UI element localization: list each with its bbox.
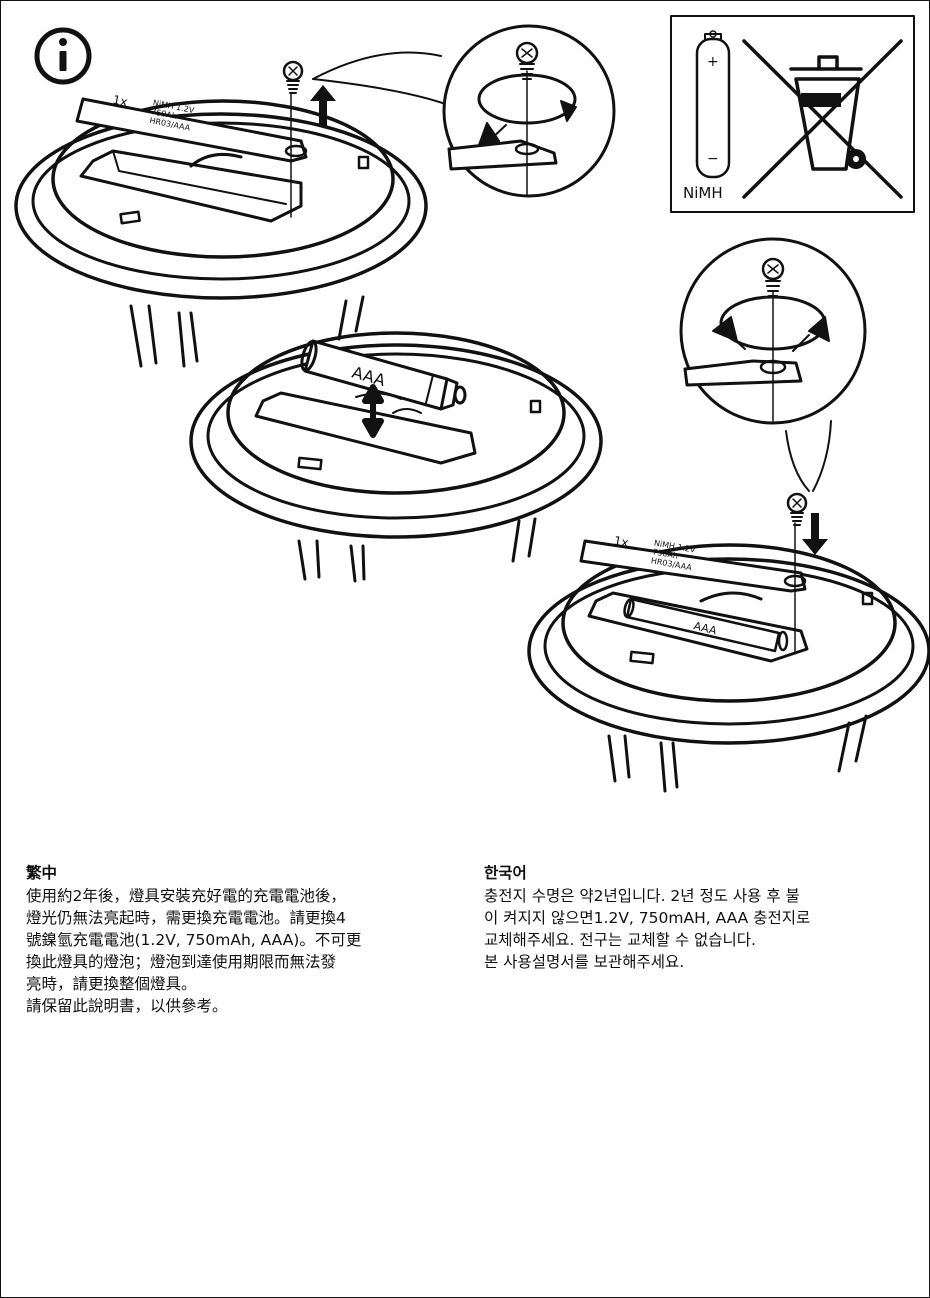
battery-replacement-illustration: 1x NiMH 1.2V 750Ah HR03/AAA — [14, 15, 929, 793]
lamp-top — [14, 60, 428, 368]
section-heading-zh: 繁中 — [26, 864, 58, 882]
bottom-label-qty: 1x — [613, 534, 630, 550]
section-traditional-chinese: 繁中 使用約2年後，燈具安裝充好電的充電電池後， 燈光仍無法亮起時，需更換充電電… — [26, 863, 446, 1017]
battery-plus-mark: + — [707, 54, 719, 70]
seated-battery-label: AAA — [692, 619, 718, 637]
info-icon — [34, 27, 92, 85]
zoom-callout-unscrew — [312, 24, 616, 198]
bottom-label-line2: 750Ah — [652, 547, 679, 560]
section-heading-ko: 한국어 — [484, 864, 527, 882]
disposal-notice — [670, 15, 915, 213]
lamp-middle — [189, 331, 603, 583]
lamp-bottom — [527, 492, 929, 793]
zoom-callout-screw-in — [679, 237, 867, 492]
section-body-zh: 使用約2年後，燈具安裝充好電的充電電池後， 燈光仍無法亮起時，需更換充電電池。請… — [26, 887, 362, 1015]
battery-minus-mark: − — [707, 151, 719, 167]
top-label-qty: 1x — [112, 93, 129, 110]
section-korean: 한국어 충전지 수명은 약2년입니다. 2년 정도 사용 후 불 이 켜지지 않… — [484, 863, 914, 973]
battery-chemistry-label: NiMH — [683, 184, 723, 202]
section-body-ko: 충전지 수명은 약2년입니다. 2년 정도 사용 후 불 이 켜지지 않으면1.… — [484, 887, 811, 971]
